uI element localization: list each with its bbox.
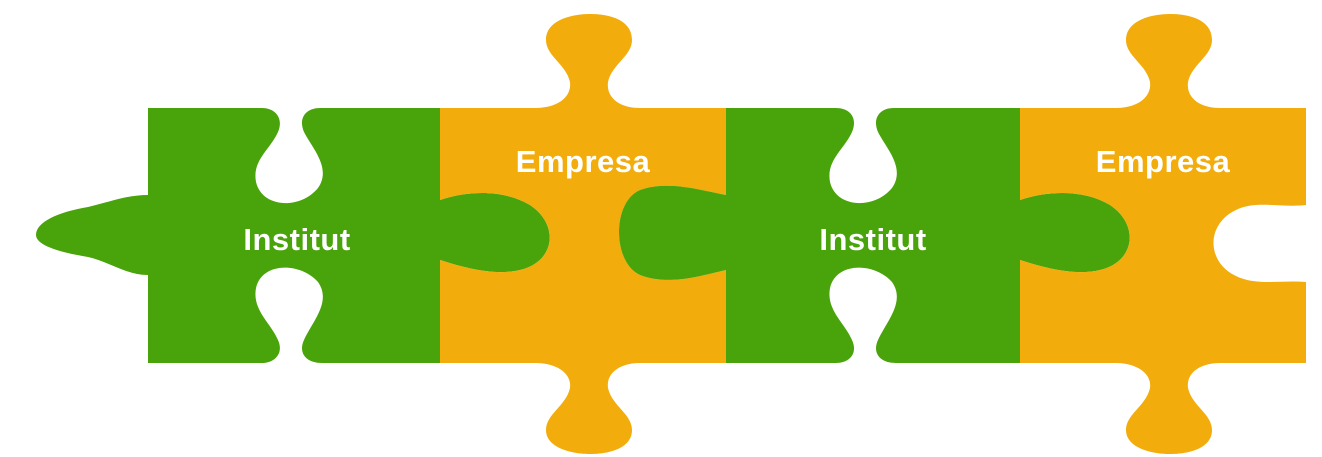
piece-2-label: Empresa xyxy=(516,144,651,179)
piece-4-label: Empresa xyxy=(1096,144,1231,179)
puzzle-piece-3 xyxy=(619,108,1130,363)
puzzle-piece-2 xyxy=(440,14,726,454)
puzzle-piece-4 xyxy=(1020,14,1306,454)
piece-1-label: Institut xyxy=(243,222,350,257)
piece-3-label: Institut xyxy=(819,222,926,257)
puzzle-piece-1 xyxy=(36,108,550,363)
